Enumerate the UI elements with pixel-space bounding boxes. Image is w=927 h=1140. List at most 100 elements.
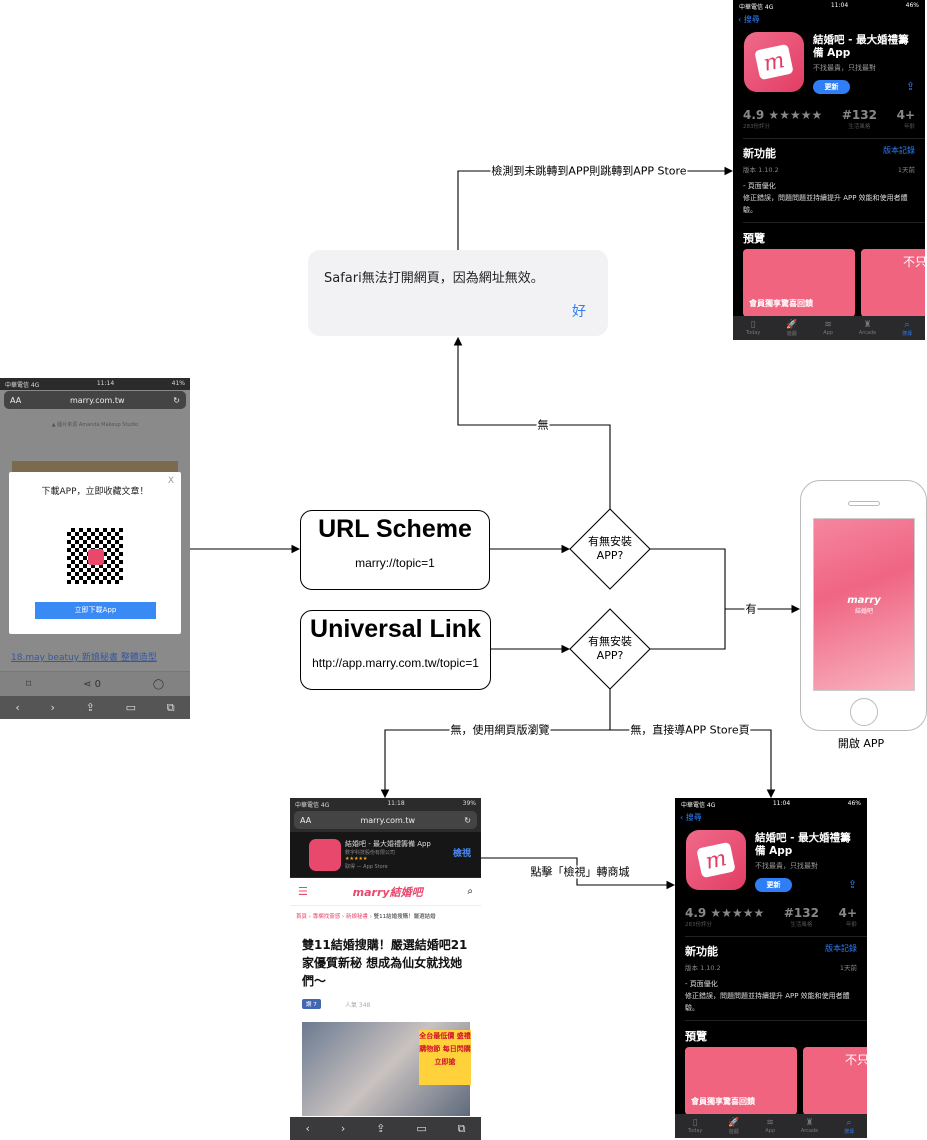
tab-arcade[interactable]: ♜Arcade: [800, 1118, 819, 1134]
edge-label-web: 無，使用網頁版瀏覽: [449, 723, 551, 737]
app-icon: [309, 839, 341, 871]
update-button[interactable]: 更新: [755, 878, 792, 892]
image-caption: ▲ 圖片來源 Amanda Makeup Studio: [51, 422, 139, 428]
share-icon[interactable]: ⇪: [905, 80, 915, 93]
universal-link-box: Universal Link http://app.marry.com.tw/t…: [300, 610, 491, 690]
safari-toolbar: ‹ › ⇪ ▭ ⧉: [290, 1117, 481, 1140]
menu-icon[interactable]: ☰: [298, 885, 308, 898]
decision-line1: 有無安裝: [588, 635, 632, 648]
bookmark-icon[interactable]: ⌑: [25, 678, 32, 690]
decision-line2: APP?: [596, 549, 624, 562]
tab-apps[interactable]: ≋App: [765, 1118, 775, 1134]
url-scheme-example: marry://topic=1: [355, 556, 435, 570]
download-app-button[interactable]: 立即下載App: [35, 602, 156, 619]
tab-bar: ▯Today 🚀遊戲 ≋App ♜Arcade ⌕搜尋: [733, 316, 925, 340]
tab-apps[interactable]: ≋App: [823, 320, 833, 336]
qr-code: [65, 526, 125, 586]
tab-search[interactable]: ⌕搜尋: [844, 1117, 855, 1135]
breadcrumb: 首頁 › 專欄找靈感 › 新娘秘書 › 雙11結婚搜購！嚴選結婚: [296, 914, 436, 920]
edge-alert-to-store: [457, 166, 734, 250]
url-scheme-title: URL Scheme: [318, 515, 472, 543]
splash-logo-sub: 結婚吧: [854, 607, 873, 615]
share-icon[interactable]: ⇪: [376, 1122, 386, 1135]
tab-today[interactable]: ▯Today: [745, 320, 761, 336]
tab-games[interactable]: 🚀遊戲: [786, 319, 798, 337]
tabs-icon[interactable]: ⧉: [166, 700, 175, 714]
article-link[interactable]: 18.may beatuy 新娘秘書 整體造型: [11, 653, 157, 663]
url-scheme-box: URL Scheme marry://topic=1: [300, 510, 490, 590]
like-button[interactable]: 讚 7: [302, 999, 321, 1009]
share-icon[interactable]: ⇪: [847, 878, 857, 891]
alert-message: Safari無法打開網頁，因為網址無效。: [324, 271, 544, 286]
forward-icon[interactable]: ›: [340, 1122, 346, 1135]
app-subtitle: 不找最貴，只找最對: [813, 64, 876, 72]
bookmarks-icon[interactable]: ▭: [416, 1122, 427, 1135]
universal-link-example: http://app.marry.com.tw/topic=1: [312, 656, 479, 670]
popularity: 人氣 348: [345, 1002, 371, 1009]
back-button[interactable]: ‹ 搜尋: [680, 813, 702, 822]
url-text: marry.com.tw: [69, 395, 125, 405]
site-logo[interactable]: marry結婚吧: [352, 885, 423, 899]
edge-label-click: 點擊「檢視」轉商城: [529, 865, 631, 879]
preview-card: 會員獨享驚喜回饋: [685, 1047, 797, 1115]
back-icon[interactable]: ‹: [15, 701, 20, 714]
edge-label-store: 無，直接導APP Store頁: [629, 723, 751, 737]
site-header: ☰ marry結婚吧 ⌕: [290, 878, 481, 906]
decision-line1: 有無安裝: [588, 535, 632, 548]
alert-ok-button[interactable]: 好: [572, 304, 586, 320]
back-icon[interactable]: ‹: [305, 1122, 310, 1135]
edge-none-to-alert: [453, 336, 611, 509]
search-icon[interactable]: ⌕: [467, 886, 473, 897]
edge-store: [610, 729, 776, 799]
tab-arcade[interactable]: ♜Arcade: [858, 320, 877, 336]
app-name: 結婚吧 - 最大婚禮籌備 App: [813, 34, 909, 59]
version-history-link[interactable]: 版本記錄: [825, 944, 857, 953]
decision-line2: APP?: [596, 649, 624, 662]
tabs-icon[interactable]: ⧉: [457, 1121, 466, 1135]
edge-yes: [650, 548, 799, 650]
reload-icon: ↻: [173, 395, 180, 405]
splash-logo: marry: [847, 594, 881, 606]
download-modal: X 下載APP，立即收藏文章！ 立即下載App: [9, 472, 181, 634]
phone-speaker: [848, 501, 880, 506]
home-button: [850, 698, 878, 726]
share-icon[interactable]: ⇪: [85, 701, 95, 714]
tab-today[interactable]: ▯Today: [687, 1118, 703, 1134]
forward-icon[interactable]: ›: [50, 701, 55, 714]
preview-card: 會員獨享驚喜回饋: [743, 249, 855, 317]
update-button[interactable]: 更新: [813, 80, 850, 94]
comment-icon[interactable]: ◯: [152, 678, 165, 690]
open-app-caption: 開啟 APP: [837, 737, 885, 750]
banner-app-name: 結婚吧 - 最大婚禮籌備 App: [345, 840, 431, 848]
back-button[interactable]: ‹ 搜尋: [738, 15, 760, 24]
whats-new-heading: 新功能: [685, 945, 718, 958]
smart-app-banner: 結婚吧 - 最大婚禮籌備 App 數字科技股份有限公司 ★★★★★ 取得 — A…: [290, 832, 481, 877]
share-icon[interactable]: ⋖ 0: [83, 678, 101, 690]
promo-ad[interactable]: 全台最低價 盛禮購物節 每日閃購 立即搶: [419, 1030, 471, 1085]
close-icon[interactable]: X: [167, 476, 174, 486]
article-title: 雙11結婚搜購！嚴選結婚吧21家優質新秘 想成為仙女就找她們～: [302, 938, 468, 988]
tab-games[interactable]: 🚀遊戲: [728, 1117, 740, 1135]
url-text: marry.com.tw: [360, 815, 416, 825]
release-notes: - 頁面優化 修正錯誤，問題問題並持續提升 APP 效能和使用者體驗。: [685, 980, 850, 1012]
banner-view-button[interactable]: 檢視: [452, 849, 471, 859]
safari-error-alert: Safari無法打開網頁，因為網址無效。 好: [308, 250, 608, 336]
version-history-link[interactable]: 版本記錄: [883, 146, 915, 155]
bookmarks-icon[interactable]: ▭: [125, 701, 136, 714]
tab-search[interactable]: ⌕搜尋: [902, 319, 913, 337]
banner-company: 數字科技股份有限公司: [345, 850, 396, 856]
edge-web: [380, 689, 611, 799]
